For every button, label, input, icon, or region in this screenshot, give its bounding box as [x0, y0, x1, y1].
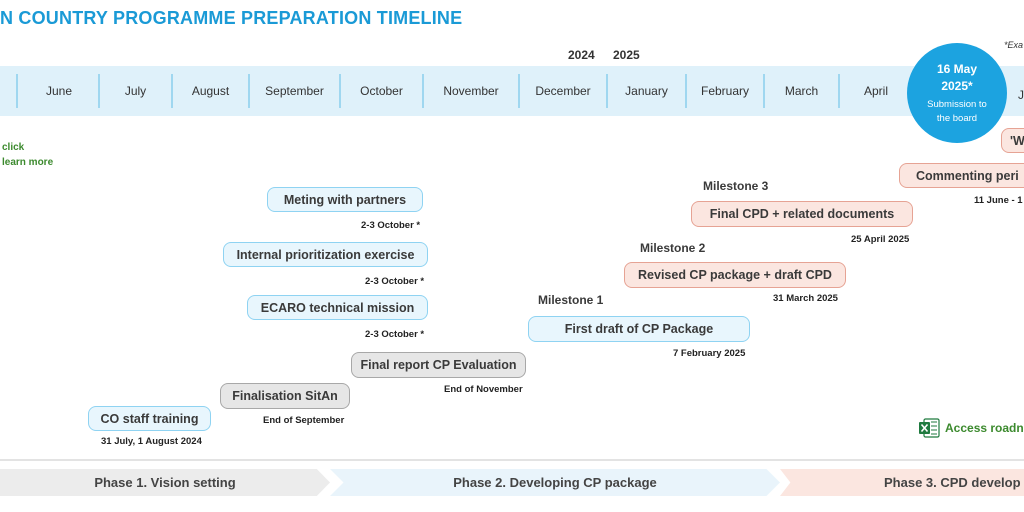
month-april: April [863, 84, 888, 98]
click-hint-line2: learn more [2, 157, 54, 168]
month-december: December [535, 84, 591, 98]
footnote-note: *Exa [1004, 40, 1024, 50]
month-divider [422, 74, 424, 108]
activity-first-draft-cp[interactable]: First draft of CP Package [528, 316, 750, 342]
activity-date: 31 July, 1 August 2024 [101, 436, 202, 447]
month-november: November [443, 84, 499, 98]
activity-ecaro-mission[interactable]: ECARO technical mission [247, 295, 428, 320]
phase-2-developing-cp-package[interactable]: Phase 2. Developing CP package [330, 469, 780, 496]
activity-date: End of September [263, 415, 345, 426]
milestone-1-label: Milestone 1 [538, 293, 604, 307]
year-2025: 2025 [613, 48, 640, 62]
month-february: February [700, 84, 750, 98]
month-divider [606, 74, 608, 108]
activity-date: 25 April 2025 [851, 234, 910, 245]
excel-icon [919, 418, 940, 438]
month-divider [763, 74, 765, 108]
month-divider [685, 74, 687, 108]
activity-internal-prioritization[interactable]: Internal prioritization exercise [223, 242, 428, 267]
milestone-3-label: Milestone 3 [703, 179, 769, 193]
submission-milestone-circle[interactable]: 16 May 2025* Submission to the board [907, 43, 1007, 143]
submission-date: 16 May 2025* [936, 61, 978, 93]
month-october: October [360, 84, 403, 98]
month-divider [518, 74, 520, 108]
activity-meeting-partners[interactable]: Meting with partners [267, 187, 423, 212]
month-divider [171, 74, 173, 108]
activity-partial-w[interactable]: 'W [1001, 128, 1024, 153]
activity-date: 2-3 October * [361, 220, 421, 231]
access-roadmap-link[interactable]: Access roadn [918, 417, 1024, 439]
activity-date: 31 March 2025 [773, 293, 838, 304]
activity-date: 2-3 October * [365, 276, 425, 287]
phase-divider [0, 459, 1024, 461]
milestone-2-label: Milestone 2 [640, 241, 706, 255]
month-june-partial: J [1018, 88, 1024, 102]
submission-label: Submission to the board [927, 98, 987, 124]
month-divider [98, 74, 100, 108]
activity-final-report-evaluation[interactable]: Final report CP Evaluation [351, 352, 526, 378]
click-hint-line1: click [2, 142, 25, 153]
access-roadmap-label: Access roadn [945, 421, 1024, 435]
month-divider [0, 74, 18, 108]
activity-date: 2-3 October * [365, 329, 425, 340]
month-august: August [191, 84, 230, 98]
month-divider [248, 74, 250, 108]
phase-1-vision-setting[interactable]: Phase 1. Vision setting [0, 469, 330, 496]
activity-date: 11 June - 1 [974, 195, 1023, 206]
month-divider [339, 74, 341, 108]
activity-date: End of November [444, 384, 523, 395]
month-divider [838, 74, 840, 108]
activity-final-cpd[interactable]: Final CPD + related documents [691, 201, 913, 227]
page-title: N COUNTRY PROGRAMME PREPARATION TIMELINE [0, 8, 463, 28]
month-june: June [45, 84, 73, 98]
activity-commenting-period[interactable]: Commenting peri [899, 163, 1024, 188]
month-timeline-bar [0, 66, 1024, 116]
activity-finalisation-sitan[interactable]: Finalisation SitAn [220, 383, 350, 409]
click-hint: click learn more [2, 140, 53, 170]
activity-revised-cp-package[interactable]: Revised CP package + draft CPD [624, 262, 846, 288]
phase-3-cpd-development[interactable]: Phase 3. CPD develop [780, 469, 1024, 496]
year-2024: 2024 [568, 48, 595, 62]
month-september: September [265, 84, 324, 98]
activity-date: 7 February 2025 [673, 348, 746, 359]
month-july: July [124, 84, 147, 98]
activity-co-staff-training[interactable]: CO staff training [88, 406, 211, 431]
month-march: March [784, 84, 819, 98]
month-january: January [625, 84, 668, 98]
